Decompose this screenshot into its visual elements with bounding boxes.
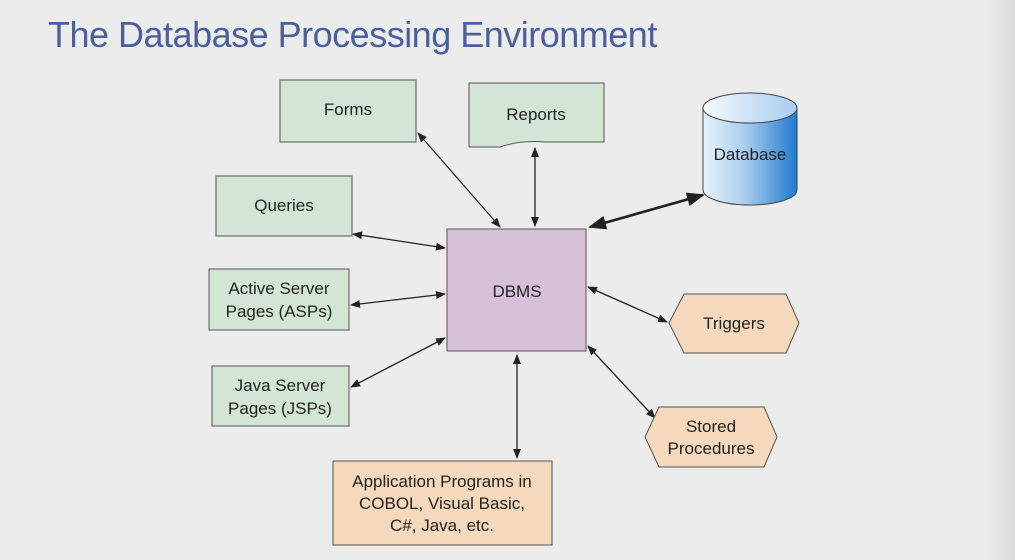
dbms-label: DBMS	[492, 282, 541, 301]
connectors	[350, 132, 705, 459]
arrow-asp-dbms	[350, 291, 446, 308]
triggers-label: Triggers	[703, 314, 765, 333]
stored-label-line2: Procedures	[668, 439, 755, 458]
app-label-line3: C#, Java, etc.	[390, 516, 494, 535]
arrow-jsp-dbms	[350, 337, 446, 388]
asp-label-line1: Active Server	[228, 279, 329, 298]
forms-label: Forms	[324, 100, 372, 119]
edge-shadow	[985, 0, 1015, 560]
dbms-box: DBMS	[446, 228, 587, 352]
database-label: Database	[714, 145, 787, 164]
arrow-stored-dbms	[587, 345, 656, 419]
arrow-queries-dbms	[352, 231, 446, 251]
triggers-hexagon: Triggers	[668, 293, 800, 354]
app-label-line1: Application Programs in	[352, 472, 532, 491]
app-label-line2: COBOL, Visual Basic,	[359, 494, 525, 513]
arrow-triggers-dbms	[587, 286, 668, 323]
forms-box: Forms	[279, 79, 417, 143]
jsp-label-line2: Pages (JSPs)	[228, 399, 332, 418]
queries-label: Queries	[254, 196, 314, 215]
stored-label-line1: Stored	[686, 417, 736, 436]
jsp-box: Java Server Pages (JSPs)	[211, 365, 350, 427]
reports-box: Reports	[468, 82, 605, 148]
arrow-forms-dbms	[417, 132, 501, 228]
asp-box: Active Server Pages (ASPs)	[208, 268, 350, 331]
arrow-database-dbms	[588, 192, 705, 230]
slide-title: The Database Processing Environment	[48, 14, 657, 55]
database-cylinder: Database	[702, 92, 798, 206]
asp-label-line2: Pages (ASPs)	[226, 302, 333, 321]
application-programs-box: Application Programs in COBOL, Visual Ba…	[332, 460, 553, 546]
queries-box: Queries	[215, 175, 353, 237]
stored-procedures-hexagon: Stored Procedures	[644, 406, 778, 468]
reports-label: Reports	[506, 105, 566, 124]
jsp-label-line1: Java Server	[235, 376, 326, 395]
